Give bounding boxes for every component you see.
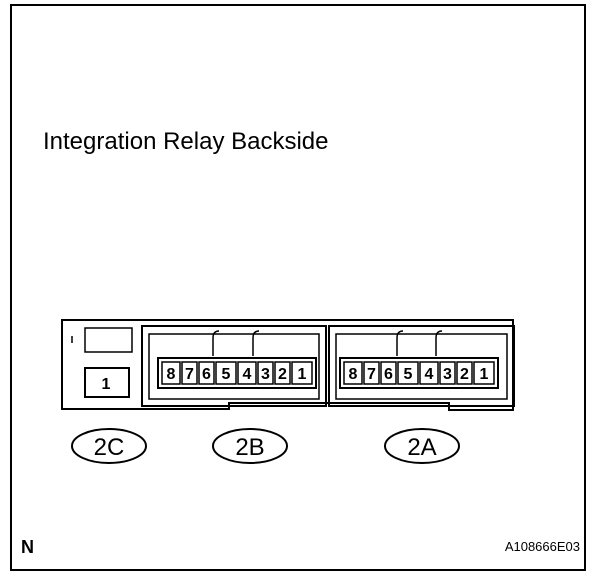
pin-2b-6: 6	[198, 361, 215, 385]
pin-label: 1	[102, 376, 111, 393]
pin-label: 7	[185, 366, 194, 383]
pin-2c-1: 1	[102, 376, 111, 393]
pin-label: 4	[243, 366, 252, 383]
pin-2b-2: 2	[274, 361, 291, 385]
connector-2b-label: 2B	[235, 434, 264, 461]
pin-label: 1	[298, 366, 307, 383]
diagram-title: Integration Relay Backside	[43, 128, 329, 155]
connector-2c-body	[71, 327, 133, 398]
pin-label: 6	[202, 366, 211, 383]
pin-2b-1: 1	[291, 361, 313, 385]
pin-label: 2	[278, 366, 287, 383]
pin-label: 5	[222, 366, 231, 383]
connector-2c-oval	[71, 428, 147, 464]
pin-2a-5: 5	[397, 361, 419, 385]
connector-2c-label: 2C	[94, 434, 125, 461]
pin-2a-2: 2	[456, 361, 473, 385]
pin-2b-7: 7	[181, 361, 198, 385]
pin-2b-4: 4	[237, 361, 257, 385]
pin-2a-7: 7	[363, 361, 380, 385]
pin-label: 3	[261, 366, 270, 383]
pin-label: 6	[384, 366, 393, 383]
pin-label: 8	[167, 366, 176, 383]
pin-label: 2	[460, 366, 469, 383]
pin-label: 8	[349, 366, 358, 383]
connector-2b-body	[141, 325, 327, 407]
pin-2b-3: 3	[257, 361, 274, 385]
pin-2a-3: 3	[439, 361, 456, 385]
pin-label: 7	[367, 366, 376, 383]
connector-2a-body	[328, 325, 515, 407]
pin-2a-4: 4	[419, 361, 439, 385]
pin-label: 1	[480, 366, 489, 383]
connector-2b-oval	[212, 428, 288, 464]
pin-2b-5: 5	[215, 361, 237, 385]
pin-2a-6: 6	[380, 361, 397, 385]
pin-2a-1: 1	[473, 361, 495, 385]
pin-label: 5	[404, 366, 413, 383]
diagram-frame	[10, 4, 586, 571]
connector-2a-oval	[384, 428, 460, 464]
connector-2a-label: 2A	[407, 434, 436, 461]
north-marker: N	[21, 537, 34, 557]
pin-label: 3	[443, 366, 452, 383]
figure-code: A108666E03	[504, 539, 580, 554]
pin-2a-8: 8	[343, 361, 363, 385]
pin-2b-8: 8	[161, 361, 181, 385]
pin-label: 4	[425, 366, 434, 383]
